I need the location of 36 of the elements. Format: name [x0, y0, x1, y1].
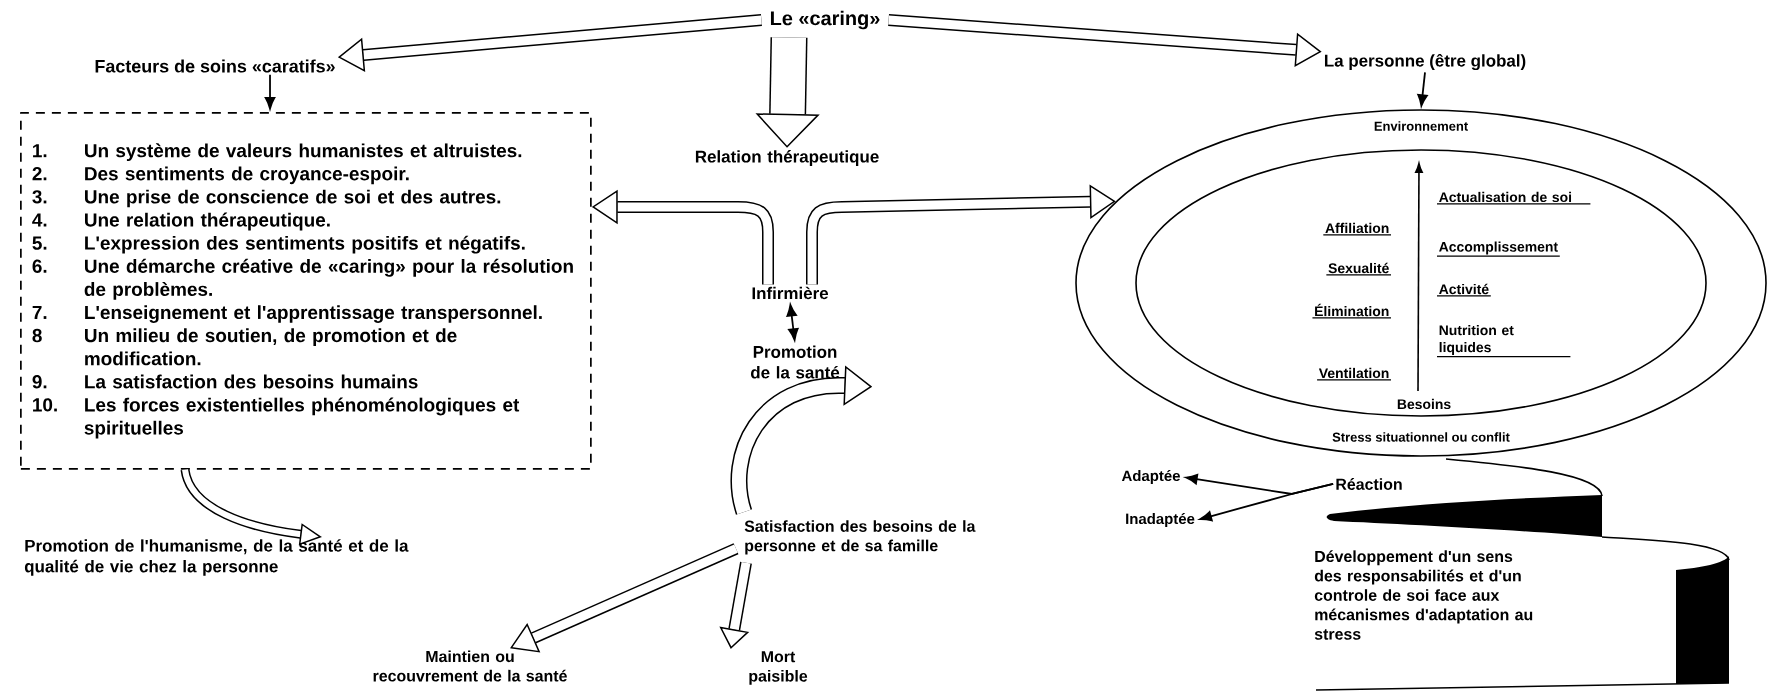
heading-text: Le «caring»: [770, 10, 880, 30]
hollow-arrow: [510, 543, 739, 653]
outcome-text: Satisfaction des besoins de la personne et de sa famille: [744, 520, 976, 555]
needs-ellipse: [1135, 149, 1707, 417]
need-label: Besoins: [1397, 398, 1451, 410]
hollow-arrow: [888, 14, 1322, 67]
arrow: [786, 304, 799, 341]
need-label: Activité: [1436, 283, 1492, 297]
concept-text: Infirmière: [752, 286, 829, 300]
need-label: Actualisation de soi: [1436, 191, 1591, 205]
ring-text: Environnement: [1374, 121, 1468, 131]
hollow-arrow: [806, 184, 1116, 285]
ring-text: Stress situationnel ou conflit: [1332, 432, 1510, 442]
reaction-text: Adaptée: [1121, 469, 1180, 484]
ribbon-text: Développement d'un sens des responsabilités et d'un controle de soi face aux mécanismes d'adaptation au stress: [1314, 550, 1533, 640]
outcome-text: Maintien ou recouvrement de la santé: [373, 650, 567, 682]
hollow-arrow: [719, 561, 752, 649]
need-label: Élimination: [1311, 303, 1392, 319]
need-label: Nutrition et liquides: [1436, 324, 1571, 358]
need-label: Sexualité: [1325, 262, 1392, 276]
need-label: Affiliation: [1322, 222, 1392, 236]
heading-text: La personne (être global): [1325, 53, 1526, 71]
outcome-text: Mort paisible: [749, 651, 808, 685]
arrow: [264, 73, 276, 110]
outcome-text: Promotion de l'humanisme, de la santé et de la qualité de vie chez la personne: [24, 539, 409, 576]
reaction-text: Inadaptée: [1126, 512, 1195, 527]
arrow: [1199, 483, 1335, 522]
need-label: Ventilation: [1316, 367, 1392, 381]
arrow: [1417, 71, 1428, 107]
dashed-list-box: 1. Un système de valeurs humanistes et altruistes. 2. Des sentiments de croyance-espoir. 3. Une prise de conscience de soi et des autres. 4. Une relation thérapeutique. 5. L'expression des sentiments positifs et négatifs. 6. Une démarche créative de «caring» pour la résolution de problèmes. 7. L'enseignement et l'apprentissage transpersonnel. 8 Un milieu de soutien, de promotion et de modification. 9. La satisfaction des besoins humains 10. Les forces existentielles phénoménologiques et spirituelles: [20, 112, 592, 470]
concept-text: Relation thérapeutique: [695, 150, 879, 166]
heading-text: Facteurs de soins «caratifs»: [95, 59, 335, 73]
environment-ellipse: [1075, 109, 1767, 457]
reaction-text: Réaction: [1336, 478, 1402, 490]
concept-text: Promotion de la santé: [751, 345, 840, 379]
need-label: Accomplissement: [1436, 241, 1561, 257]
